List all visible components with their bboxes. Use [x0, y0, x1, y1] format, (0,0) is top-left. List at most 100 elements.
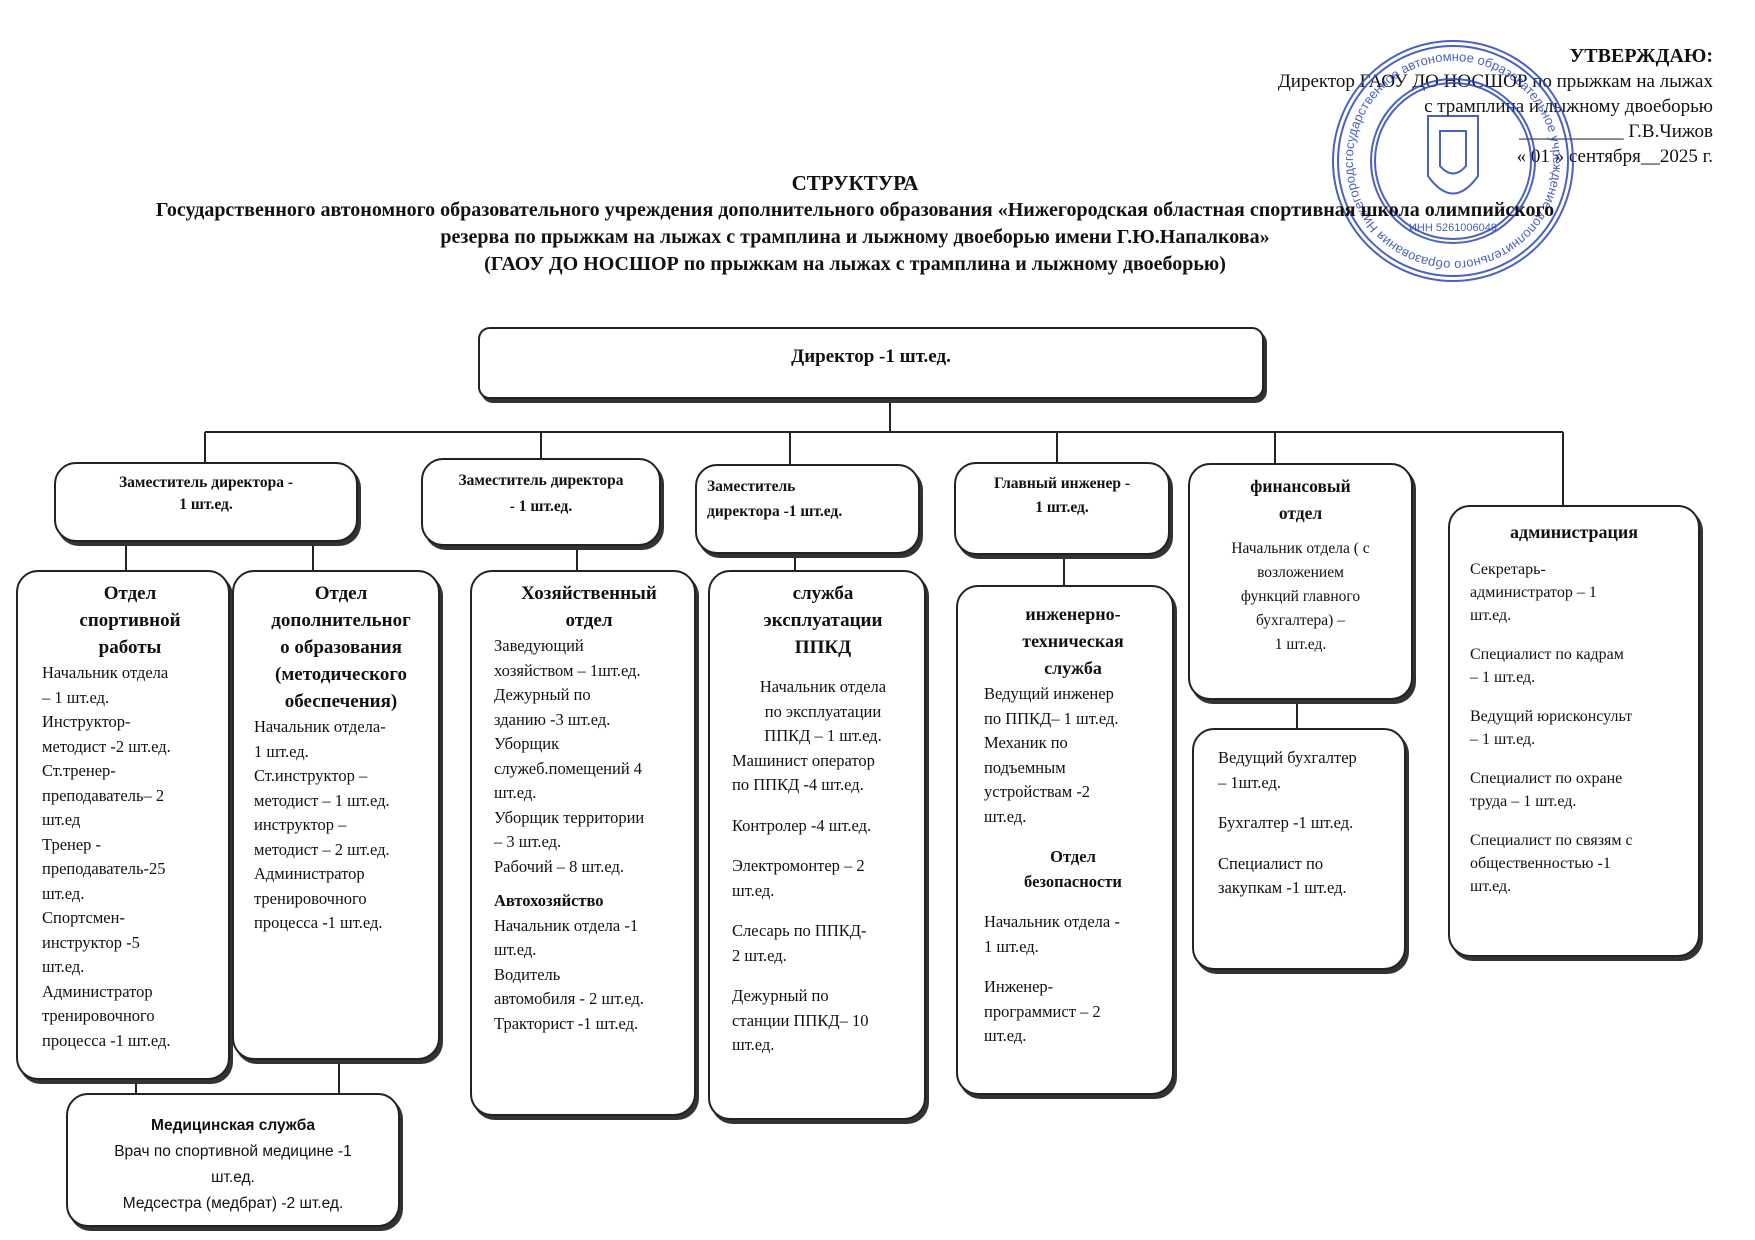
- text-line: Специалист по охране: [1470, 770, 1623, 787]
- text-line: Рабочий – 8 шт.ед.: [494, 856, 624, 876]
- motor-depot-title: Автохозяйство: [494, 891, 604, 910]
- text-line: по эксплуатации: [764, 701, 882, 721]
- text-line: (методического: [275, 664, 407, 685]
- security-department-items: Начальник отдела -1 шт.ед.: [984, 910, 1162, 959]
- text-line: по ППКД– 1 шт.ед.: [984, 708, 1119, 728]
- accounting-staff-box: Ведущий бухгалтер– 1шт.ед. Бухгалтер -1 …: [1192, 728, 1406, 970]
- text-line: Дежурный по: [732, 986, 829, 1005]
- text-line: Ведущий юрисконсульт: [1470, 708, 1633, 725]
- text-line: дополнительног: [271, 610, 411, 631]
- text-line: отдел: [565, 610, 613, 631]
- text-line: хозяйством – 1шт.ед.: [494, 660, 641, 680]
- seal-inner-text: ИНН 5261006049: [1409, 222, 1497, 234]
- text-line: Начальник отдела-: [254, 717, 386, 736]
- chief-engineer-box: Главный инженер -1 шт.ед.: [954, 462, 1170, 555]
- text-line: инструктор -5: [42, 932, 140, 952]
- text-line: – 1 шт.ед.: [42, 687, 110, 707]
- text-line: Отдел: [103, 583, 157, 604]
- text-line: шт.ед.: [984, 1026, 1027, 1045]
- text-line: Механик по: [984, 733, 1068, 752]
- organization-name: Государственного автономного образовател…: [155, 199, 1555, 221]
- text-line: ППКД – 1 шт.ед.: [764, 726, 882, 745]
- text-line: Администратор: [254, 864, 365, 883]
- text-line: 1 шт.ед.: [1035, 499, 1089, 516]
- text-line: методист – 1 шт.ед.: [254, 790, 390, 810]
- text-line: труда – 1 шт.ед.: [1470, 793, 1577, 810]
- text-line: Хозяйственный: [521, 583, 657, 604]
- text-line: Медсестра (медбрат) -2 шт.ед.: [122, 1195, 344, 1212]
- text-line: Спортсмен-: [42, 908, 125, 927]
- text-line: зданию -3 шт.ед.: [494, 709, 611, 729]
- text-line: 2 шт.ед.: [732, 945, 787, 965]
- organization-short-name: (ГАОУ ДО НОСШОР по прыжкам на лыжах с тр…: [484, 253, 1226, 275]
- approval-date: « 01 » сентября__2025 г.: [1516, 146, 1713, 167]
- text-line: техническая: [1022, 631, 1124, 651]
- director-box: Директор -1 шт.ед.: [478, 327, 1264, 399]
- text-line: преподаватель-25: [42, 859, 166, 878]
- text-line: финансовый: [1250, 476, 1351, 496]
- text-line: закупкам -1 шт.ед.: [1218, 878, 1347, 897]
- chief-engineer-label: Главный инженер -1 шт.ед.: [966, 472, 1158, 520]
- text-line: Уборщик: [494, 734, 560, 753]
- deputy-director-2-box: Заместитель директора- 1 шт.ед.: [421, 458, 661, 546]
- text-line: Слесарь по ППКД-: [732, 921, 867, 940]
- accounting-staff-items: Бухгалтер -1 шт.ед.: [1218, 811, 1394, 836]
- official-seal: государственное автономное образовательн…: [1328, 36, 1574, 282]
- text-line: шт.ед.: [984, 806, 1027, 826]
- text-line: администратор – 1: [1470, 584, 1597, 601]
- text-line: Тракторист -1 шт.ед.: [494, 1013, 639, 1033]
- text-line: тренировочного: [42, 1006, 155, 1025]
- sport-department-items: Начальник отдела– 1 шт.ед.Инструктор-мет…: [42, 661, 218, 1053]
- text-line: обеспечения): [284, 691, 398, 712]
- medical-service-box: Медицинская служба Врач по спортивной ме…: [66, 1093, 400, 1227]
- deputy-director-1-label: Заместитель директора -1 шт.ед.: [66, 472, 346, 516]
- text-line: Заведующий: [494, 636, 584, 655]
- text-line: Специалист по: [1218, 853, 1324, 873]
- text-line: Администратор: [42, 981, 153, 1001]
- text-line: инженерно-: [1025, 604, 1121, 624]
- text-line: 1 шт.ед.: [179, 496, 233, 513]
- text-line: подъемным: [984, 757, 1066, 777]
- text-line: Заместитель: [707, 478, 796, 495]
- text-line: шт.ед: [42, 810, 81, 829]
- ppkd-service-items: Контролер -4 шт.ед.: [732, 814, 914, 839]
- ppkd-service-items: Дежурный по станции ППКД– 10 шт.ед.: [732, 984, 914, 1058]
- text-line: Бухгалтер -1 шт.ед.: [1218, 813, 1354, 832]
- administration-title: администрация: [1509, 522, 1639, 542]
- text-line: шт.ед.: [1470, 878, 1512, 895]
- text-line: 1 шт.ед.: [254, 741, 309, 761]
- text-line: функций главного: [1240, 588, 1361, 605]
- text-line: Инструктор-: [42, 712, 131, 731]
- text-line: Водитель: [494, 964, 561, 984]
- text-line: инструктор –: [254, 815, 347, 834]
- text-line: спортивной: [79, 610, 181, 631]
- text-line: Заместитель директора: [458, 472, 624, 489]
- text-line: Электромонтер – 2: [732, 856, 865, 875]
- text-line: шт.ед.: [494, 783, 537, 802]
- text-line: методист – 2 шт.ед.: [254, 839, 390, 859]
- text-line: Специалист по связям с: [1470, 832, 1633, 849]
- text-line: Начальник отдела -: [984, 912, 1120, 931]
- text-line: станции ППКД– 10: [732, 1010, 869, 1030]
- ppkd-service-items: Слесарь по ППКД- 2 шт.ед.: [732, 919, 914, 968]
- text-line: о образования: [280, 637, 402, 658]
- text-line: Врач по спортивной медицине -1: [114, 1143, 352, 1160]
- text-line: шт.ед.: [732, 1035, 775, 1054]
- text-line: шт.ед.: [42, 957, 85, 976]
- text-line: Начальник отдела: [759, 677, 887, 696]
- text-line: 1 шт.ед.: [1274, 636, 1327, 653]
- text-line: Секретарь-: [1470, 561, 1546, 578]
- text-line: – 1 шт.ед.: [1470, 669, 1536, 686]
